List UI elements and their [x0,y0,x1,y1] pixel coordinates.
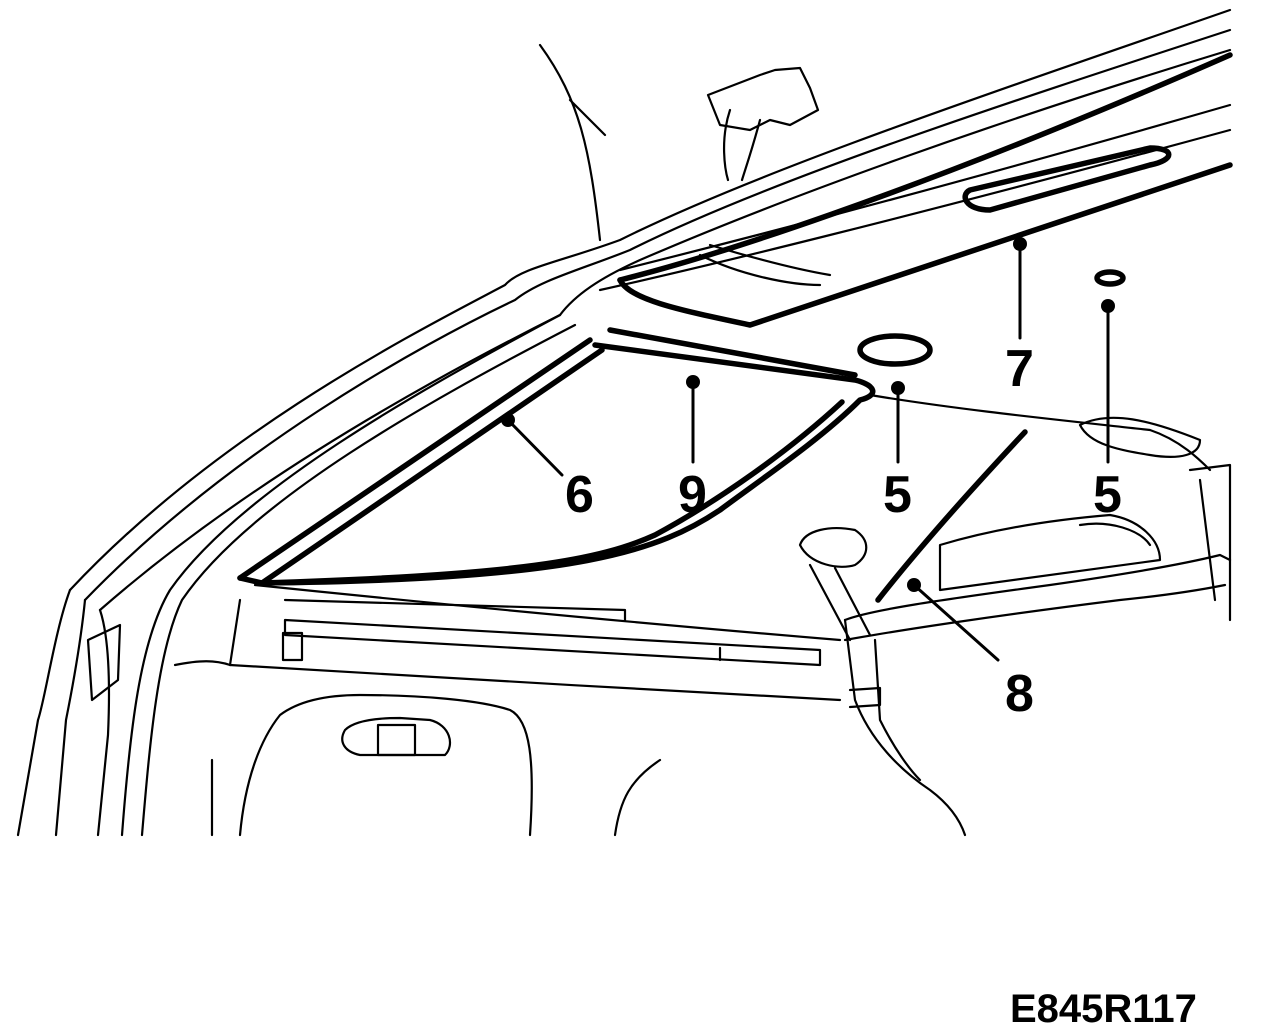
callout-7: 7 [1005,340,1034,398]
grommet-small [1094,269,1126,287]
part-6-window-seal [237,337,605,586]
vehicle-body [16,8,1232,837]
callout-labels: 6 9 5 7 5 8 [565,340,1122,723]
grommet-large [857,333,933,367]
callout-8: 8 [1005,665,1034,723]
leader-lines [501,237,1115,662]
callout-6: 6 [565,466,594,524]
part-7-headliner-trim [617,52,1233,328]
part-5-grommets [857,269,1126,367]
part-8-pillar-seal [875,429,1028,603]
callout-5-right: 5 [1093,466,1122,524]
callout-5-left: 5 [883,466,912,524]
part-9-quarter-window-seal [259,327,876,586]
figure-id: E845R117 [1010,987,1197,1031]
callout-9: 9 [678,466,707,524]
